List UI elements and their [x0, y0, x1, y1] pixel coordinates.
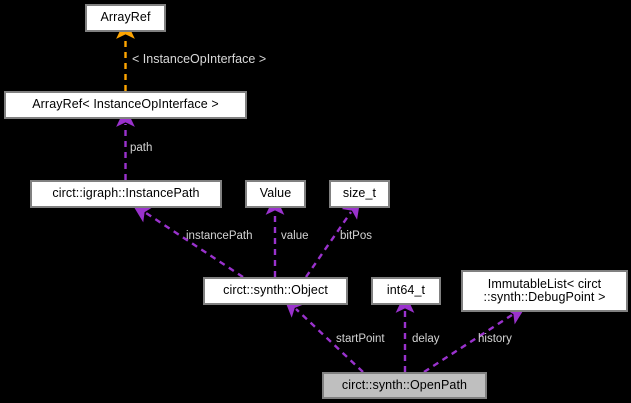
- node-circt-igraph-instancepath[interactable]: circt::igraph::InstancePath: [30, 180, 222, 208]
- edge-label-startPoint: startPoint: [336, 333, 385, 345]
- node-value[interactable]: Value: [245, 180, 306, 208]
- edge-label-instancePath: instancePath: [186, 230, 253, 242]
- node-immutablelist-debugpoint[interactable]: ImmutableList< circt ::synth::DebugPoint…: [461, 270, 628, 312]
- edge-label-path: path: [130, 142, 153, 154]
- node-arrayref[interactable]: ArrayRef: [85, 4, 166, 32]
- edge-label-history: history: [478, 333, 512, 345]
- node-int64-t[interactable]: int64_t: [371, 277, 441, 305]
- node-arrayref-instanceopinterface[interactable]: ArrayRef< InstanceOpInterface >: [4, 91, 247, 119]
- edge-label-bitPos: bitPos: [340, 230, 372, 242]
- node-circt-synth-openpath[interactable]: circt::synth::OpenPath: [322, 372, 487, 399]
- edge-label-delay: delay: [412, 333, 440, 345]
- edge-bitPos: [305, 198, 361, 278]
- node-size-t[interactable]: size_t: [329, 180, 390, 208]
- edge-label-template-binding: < InstanceOpInterface >: [132, 52, 267, 66]
- edge-instancePath: [131, 203, 244, 279]
- node-circt-synth-object[interactable]: circt::synth::Object: [203, 277, 348, 305]
- edge-label-value: value: [281, 230, 309, 242]
